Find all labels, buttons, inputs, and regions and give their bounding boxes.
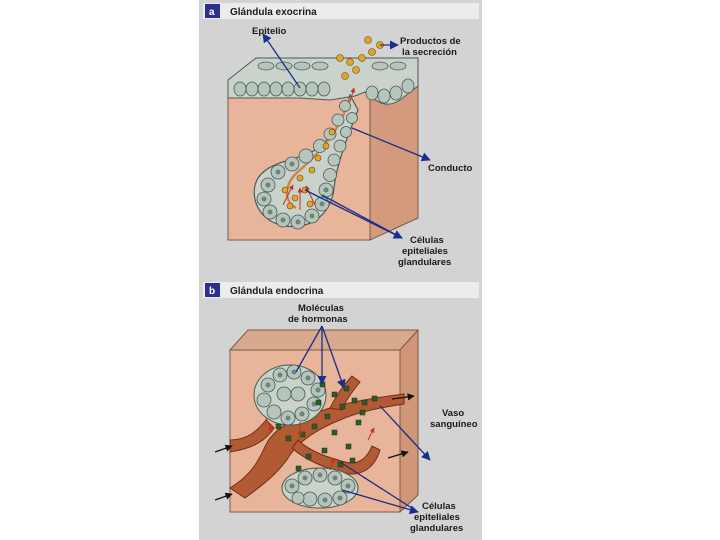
label-vaso-line2: sanguíneo <box>430 419 478 430</box>
label-moleculas-line1: Moléculas <box>298 303 344 314</box>
label-productos-line2: la secreción <box>402 47 457 58</box>
label-celulas-a-line3: glandulares <box>398 257 451 268</box>
label-celulas-a-line1: Células <box>410 235 444 246</box>
label-vaso-line1: Vaso <box>442 408 464 419</box>
label-conducto: Conducto <box>428 163 473 174</box>
tissue-cube-side <box>400 330 418 512</box>
label-productos-line1: Productos de <box>400 36 461 47</box>
label-celulas-a-line2: epiteliales <box>402 246 448 257</box>
tissue-block-side <box>370 80 418 240</box>
panel-b-badge-letter: b <box>209 286 215 297</box>
panel-b-title: Glándula endocrina <box>230 286 324 297</box>
label-celulas-b-line2: epiteliales <box>414 512 460 523</box>
label-celulas-b-line1: Células <box>422 501 456 512</box>
label-celulas-b-line3: glandulares <box>410 523 463 534</box>
panel-a-title: Glándula exocrina <box>230 7 317 18</box>
panel-a-badge-letter: a <box>209 7 215 18</box>
endocrine-cluster-upper <box>254 365 326 425</box>
endocrine-cluster-lower <box>282 468 358 508</box>
label-moleculas-line2: de hormonas <box>288 314 348 325</box>
label-epitelio: Epitelio <box>252 26 287 37</box>
